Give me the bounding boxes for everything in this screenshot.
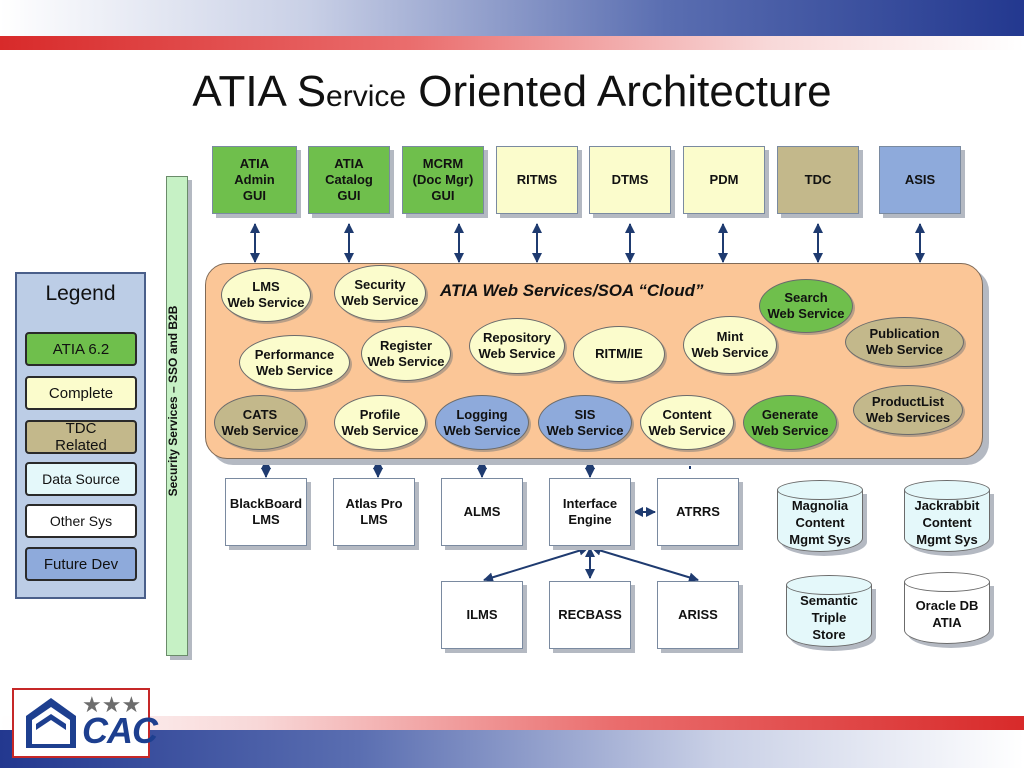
legend-item-complete: Complete (25, 376, 137, 410)
service-logging: Logging Web Service (435, 395, 529, 450)
system-interface-engine: Interface Engine (549, 478, 631, 546)
legend-item-data-source: Data Source (25, 462, 137, 496)
header-red-band (0, 36, 1024, 50)
service-repository: Repository Web Service (469, 318, 565, 374)
legend-item-atia-6-2: ATIA 6.2 (25, 332, 137, 366)
service-search: Search Web Service (759, 279, 853, 333)
cac-shield-icon (26, 698, 76, 748)
db-magnolia-label: Magnolia Content Mgmt Sys (789, 497, 851, 547)
service-ritm-ie: RITM/IE (573, 326, 665, 382)
db-jackrabbit-label: Jackrabbit Content Mgmt Sys (914, 497, 980, 547)
service-performance: Performance Web Service (239, 335, 350, 390)
db-jackrabbit-body (904, 490, 990, 552)
top-box-atia-admin-gui: ATIA Admin GUI (212, 146, 297, 214)
service-generate: Generate Web Service (743, 395, 837, 450)
service-profile: Profile Web Service (334, 395, 426, 450)
legend-item-tdc-related: TDC Related (25, 420, 137, 454)
top-box-atia-catalog-gui: ATIA Catalog GUI (308, 146, 390, 214)
service-cats: CATS Web Service (214, 395, 306, 450)
soa-cloud-title: ATIA Web Services/SOA “Cloud” (440, 281, 704, 300)
system-atlas-pro-lms: Atlas Pro LMS (333, 478, 415, 546)
db-magnolia-top (777, 480, 863, 500)
db-magnolia-body (777, 490, 863, 552)
top-box-ritms: RITMS (496, 146, 578, 214)
cac-stars: ★★★ (82, 692, 142, 717)
system-recbass: RECBASS (549, 581, 631, 649)
legend-item-other-sys: Other Sys (25, 504, 137, 538)
service-lms: LMS Web Service (221, 268, 311, 322)
db-semantic-body (786, 585, 872, 647)
system-atrrs: ATRRS (657, 478, 739, 546)
page-title: ATIA Service Oriented Architecture (192, 67, 832, 116)
header-gradient-band (0, 0, 1024, 36)
service-productlist: ProductList Web Services (853, 385, 963, 435)
top-box-tdc: TDC (777, 146, 859, 214)
arrow-interface-ariss (591, 545, 699, 583)
footer-red-band (0, 716, 1024, 730)
legend-item-future-dev: Future Dev (25, 547, 137, 581)
service-publication: Publication Web Service (845, 317, 964, 367)
db-jackrabbit-top (904, 480, 990, 500)
system-alms: ALMS (441, 478, 523, 546)
system-blackboard-lms: BlackBoard LMS (225, 478, 307, 546)
service-content: Content Web Service (640, 395, 734, 450)
db-oracle-body (904, 582, 990, 644)
top-box-mcrm-gui: MCRM (Doc Mgr) GUI (402, 146, 484, 214)
db-semantic-top (786, 575, 872, 595)
service-security: Security Web Service (334, 265, 426, 321)
service-register: Register Web Service (361, 326, 451, 381)
system-ilms: ILMS (441, 581, 523, 649)
service-mint: Mint Web Service (683, 316, 777, 374)
top-box-asis: ASIS (879, 146, 961, 214)
top-box-dtms: DTMS (589, 146, 671, 214)
security-services-label: Security Services – SSO and B2B (166, 305, 180, 497)
top-box-pdm: PDM (683, 146, 765, 214)
db-oracle-top (904, 572, 990, 592)
arrow-interface-ilms (483, 545, 589, 583)
legend-title: Legend (45, 282, 116, 305)
cac-logo-text: CAC (82, 710, 158, 751)
security-services-bar (166, 176, 188, 656)
db-oracle-label: Oracle DB ATIA (915, 598, 979, 630)
footer-gradient-band (0, 730, 1024, 768)
service-sis: SIS Web Service (538, 395, 632, 450)
db-semantic-label: Semantic Triple Store (800, 592, 858, 642)
system-ariss: ARISS (657, 581, 739, 649)
